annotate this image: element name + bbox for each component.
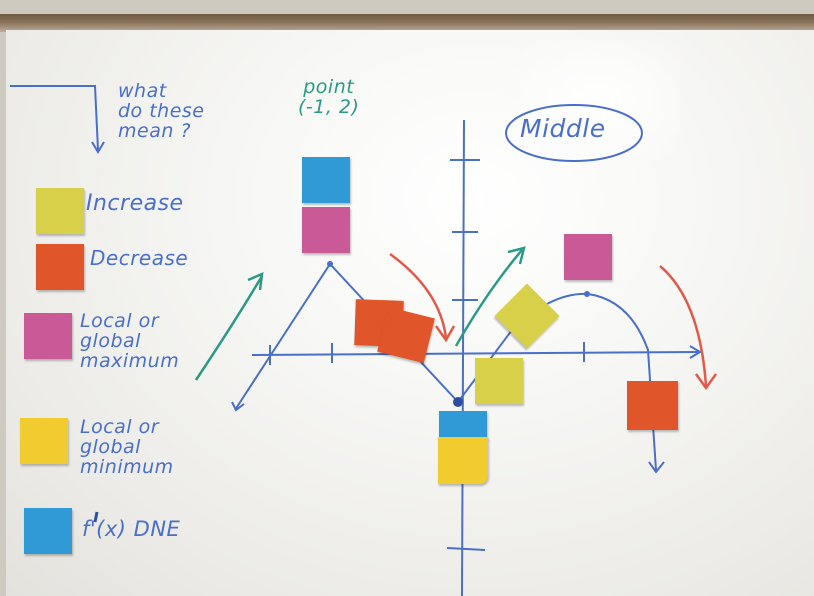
dne-note-cusp [439,411,487,439]
increase-note [475,358,523,404]
vertex-dot [584,291,590,297]
point-label: point (-1, 2) [298,76,360,118]
dne-note-top [302,157,350,203]
middle-circle [505,104,643,162]
prime-mark [93,511,99,523]
question-text: what do these mean ? [118,80,205,142]
legend-decrease-note [36,244,84,290]
legend-maximum-note [24,313,72,359]
legend-minimum-note [20,418,68,464]
maximum-note-left [302,207,350,253]
legend-increase-label: Increase [86,191,184,216]
legend-dne-note [24,508,72,554]
legend-maximum-label: Local or global maximum [80,310,180,372]
light-glare [520,40,680,160]
legend-decrease-label: Decrease [90,246,189,270]
minimum-note-cusp [438,437,488,484]
legend-increase-note [36,188,84,234]
y-axis [446,119,486,596]
legend-minimum-label: Local or global minimum [80,416,174,478]
decrease-note-right [627,381,678,430]
decrease-arrows [389,252,718,391]
legend-dne-label: f'(x) DNE [82,517,181,541]
maximum-note-right [564,234,612,280]
whiteboard-top-frame [0,14,814,32]
middle-label: Middle [520,114,606,143]
cusp-dot [453,397,463,407]
question-arrow [10,85,105,154]
increase-arrows [194,246,526,381]
local-max-dot [327,261,333,267]
